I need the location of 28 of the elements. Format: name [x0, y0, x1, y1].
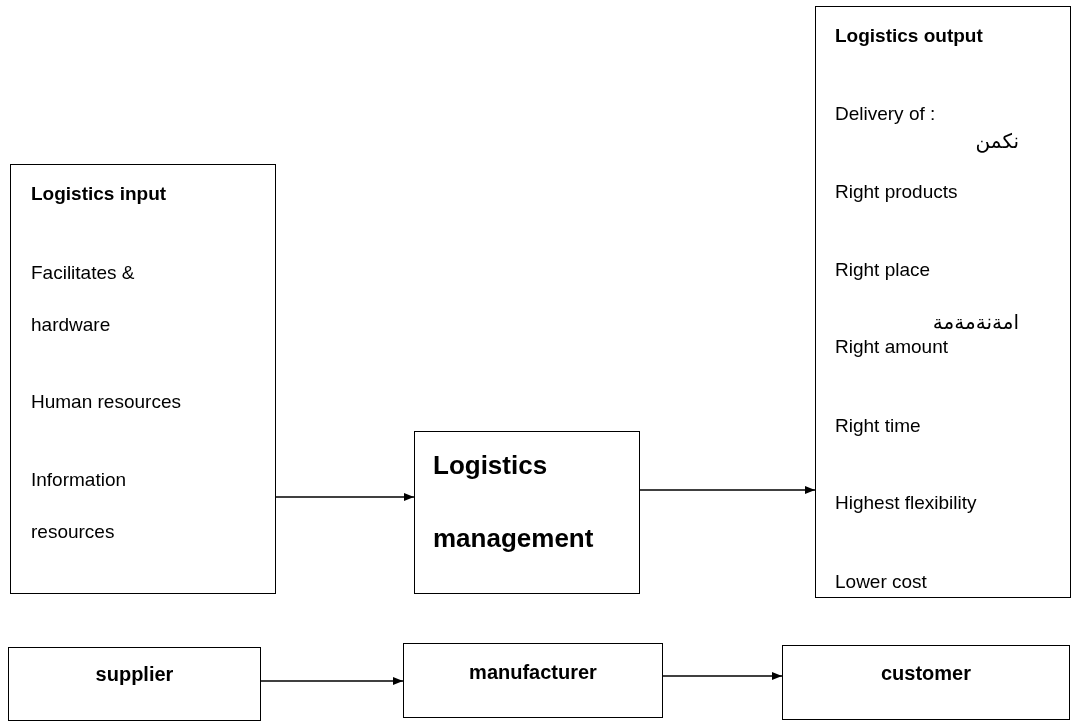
process-box: [8, 647, 261, 721]
list-item: Human resources: [31, 390, 181, 414]
process-box: [782, 645, 1070, 720]
process-box: [403, 643, 663, 718]
arrow: [275, 493, 415, 501]
arrow: [639, 486, 816, 494]
stray-text: نكمن: [975, 129, 1019, 153]
list-item: Right place: [835, 258, 931, 282]
list-item: Right amount: [835, 335, 948, 359]
list-item: Right products: [835, 180, 958, 204]
list-item: Right time: [835, 414, 921, 438]
list-item: Lower cost: [835, 570, 927, 594]
arrow: [260, 677, 404, 685]
box-title: Logistics management: [433, 449, 595, 555]
input-box: [10, 164, 276, 594]
box-label: manufacturer: [468, 660, 598, 684]
box-label: customer: [880, 661, 972, 685]
arrow: [662, 672, 783, 680]
stray-text: امةنةمةمة: [932, 310, 1019, 334]
list-item: Highest flexibility: [835, 491, 977, 515]
box-heading: Logistics output: [835, 24, 983, 48]
process-box: [414, 431, 640, 594]
list-item: Facilitates & hardware: [31, 261, 136, 337]
list-item: Information resources: [31, 468, 128, 544]
output-box: [815, 6, 1071, 598]
box-label: supplier: [94, 662, 175, 686]
list-item: Delivery of :: [835, 102, 936, 126]
box-heading: Logistics input: [31, 182, 167, 206]
